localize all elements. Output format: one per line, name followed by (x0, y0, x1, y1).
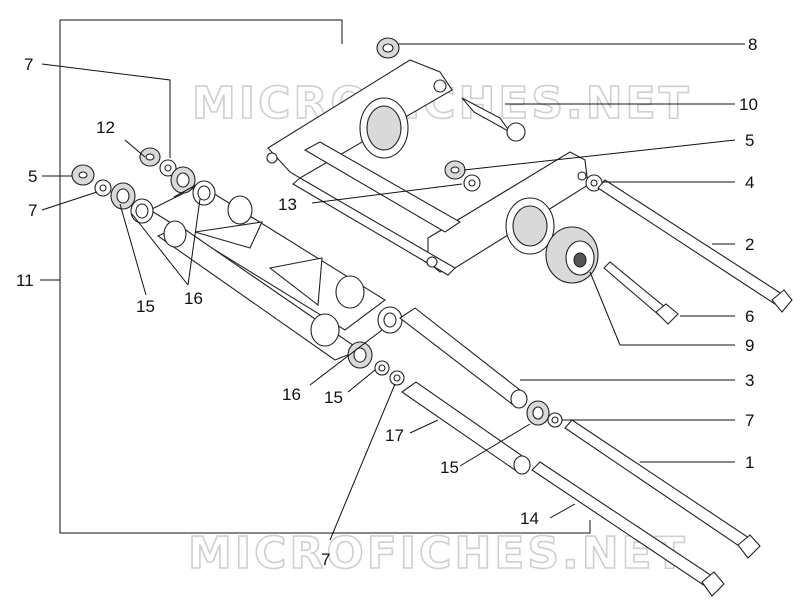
callout-16-left: 16 (184, 289, 203, 308)
bearing-part-15-top (170, 166, 196, 194)
callout-16-bottom: 16 (282, 385, 301, 404)
bearing-part-15-right (347, 341, 373, 369)
bolt-part-2 (597, 179, 793, 313)
bushing-part-16-top (192, 180, 216, 206)
callout-12: 12 (96, 118, 115, 137)
washer-part-7-lower (389, 370, 405, 386)
callout-17: 17 (385, 426, 404, 445)
callout-10: 10 (739, 95, 758, 114)
callout-14: 14 (520, 509, 539, 528)
washer-part-13 (463, 174, 481, 192)
callout-15-bottom: 15 (324, 388, 343, 407)
callout-7-bottom: 7 (321, 550, 330, 569)
bushing-part-16-right (377, 306, 403, 334)
nut-part-8 (376, 37, 400, 59)
nut-part-12 (139, 147, 161, 167)
callout-7-left: 7 (28, 201, 37, 220)
bearing-part-15-left (110, 182, 136, 210)
leader-lines (41, 43, 745, 541)
callout-15-left: 15 (136, 297, 155, 316)
tube-part-17 (401, 381, 531, 475)
nut-part-5-left (71, 164, 95, 186)
silent-block-part-9 (545, 226, 599, 284)
bushing-part-16-left (130, 198, 154, 224)
washer-part-7-top (159, 159, 177, 177)
washer-part-7-mid (374, 360, 390, 376)
callout-15-right: 15 (440, 458, 459, 477)
washer-part-7-far (547, 412, 563, 428)
callout-4: 4 (745, 173, 754, 192)
callout-13: 13 (278, 195, 297, 214)
callout-8: 8 (748, 35, 757, 54)
nut-part-5-upper (444, 160, 466, 180)
callout-7-top-left: 7 (24, 55, 33, 74)
bearing-part-15-far (526, 400, 550, 426)
callout-9: 9 (745, 336, 754, 355)
bolt-part-1 (564, 419, 761, 559)
callout-2: 2 (745, 235, 754, 254)
callout-6: 6 (745, 307, 754, 326)
callout-3: 3 (745, 371, 754, 390)
callout-1: 1 (745, 453, 754, 472)
callout-11: 11 (16, 271, 34, 290)
spacer-part-10 (461, 97, 526, 142)
washer-part-4 (585, 174, 603, 192)
callout-7-right: 7 (745, 411, 754, 430)
lower-arm-body (148, 184, 386, 361)
bolt-part-14 (531, 461, 725, 597)
callout-5-left: 5 (28, 167, 37, 186)
watermark-bottom: MICROFICHES.NET (188, 528, 688, 579)
tube-part-3 (399, 307, 528, 409)
bolt-part-6 (603, 261, 679, 325)
swing-arm-frame (266, 59, 589, 276)
assembly-bracket (59, 19, 591, 534)
callout-5-upper: 5 (745, 131, 754, 150)
washer-part-7-left (94, 179, 112, 197)
